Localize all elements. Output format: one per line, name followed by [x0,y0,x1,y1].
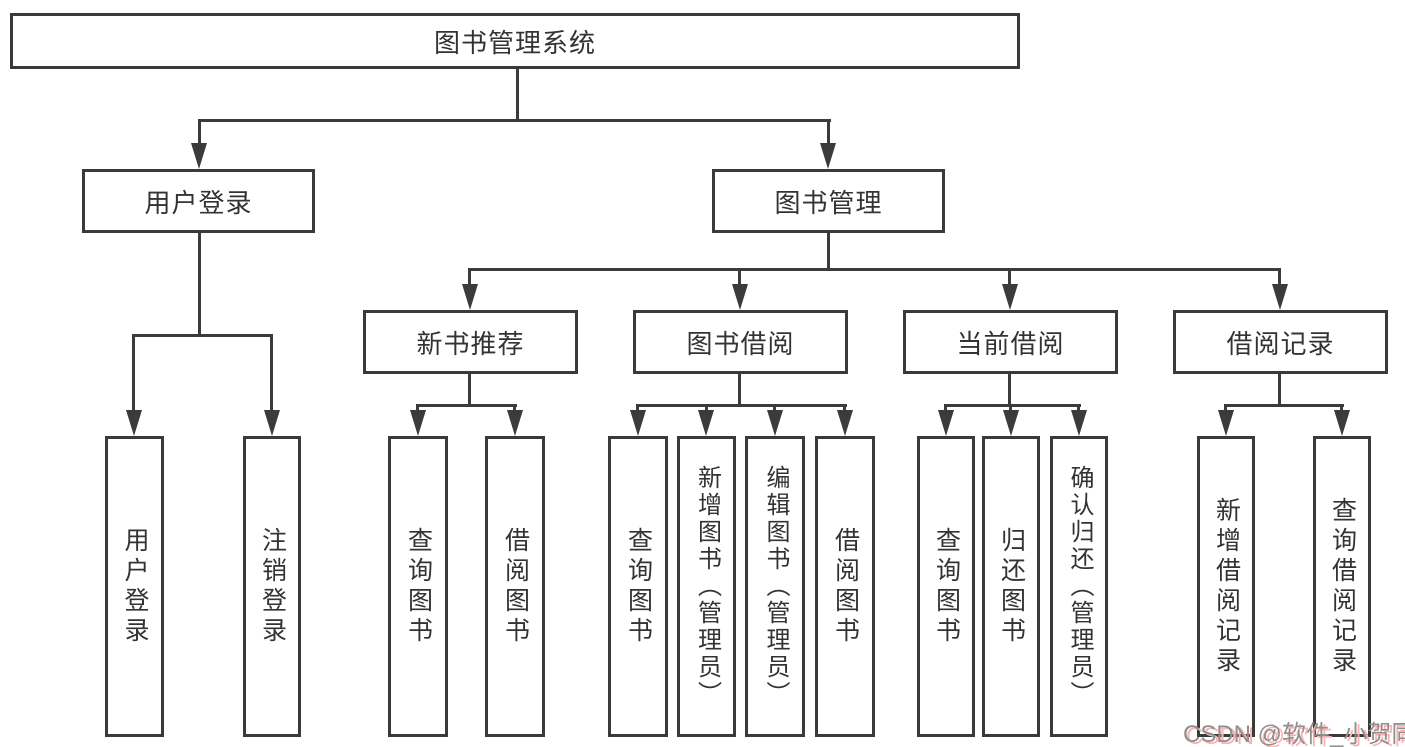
edge-user-login-drop [198,119,201,146]
node-edit-books-admin: 编辑图书（管理员） [745,436,805,737]
edge-logout-drop [270,334,273,412]
edge-book-mgmt-drop [827,119,830,146]
edge-g4c2-drop [1009,404,1012,412]
node-current-borrowing: 当前借阅 [903,310,1118,374]
node-book-management: 图书管理 [712,169,945,233]
edge-new-book-rail [416,404,517,407]
node-add-borrow-record: 新增借阅记录 [1197,436,1255,737]
edge-root-stem [516,69,519,121]
watermark: CSDN @软件_小贺同学 [1183,721,1405,747]
node-confirm-return-admin: 确认归还（管理员） [1050,436,1108,737]
edge-g3c3-drop [773,404,776,412]
node-borrow-books-2: 借阅图书 [815,436,875,737]
node-edit-books-admin-label: 编辑图书（管理员） [762,465,789,708]
arrowhead-g3c3 [767,410,783,436]
edge-g3c1-drop [636,404,639,412]
arrowhead-g5c1 [1218,410,1234,436]
edge-g2c2-drop [513,404,516,412]
node-query-books-3-label: 查询图书 [932,526,961,647]
node-book-management-label: 图书管理 [774,187,883,218]
node-return-books-label: 归还图书 [997,526,1026,647]
arrowhead-g3c4 [837,410,853,436]
node-new-book-recommend: 新书推荐 [363,310,578,374]
node-current-borrowing-label: 当前借阅 [956,328,1065,359]
node-add-books-admin-label: 新增图书（管理员） [693,465,721,708]
arrowhead-g3c2 [698,410,714,436]
edge-borrow-record-rail [1224,404,1344,407]
edge-borrow-record-stem [1278,374,1281,406]
node-borrow-books-2-label: 借阅图书 [831,526,860,647]
arrowhead-logout [264,410,280,436]
arrowhead-book-borrow [732,284,748,310]
node-borrow-books-1: 借阅图书 [485,436,545,737]
node-user-login-leaf-label: 用户登录 [121,526,149,647]
arrowhead-book-mgmt [820,143,836,169]
edge-current-borrow-stem [1008,374,1011,406]
node-book-borrowing: 图书借阅 [633,310,848,374]
node-logout: 注销登录 [243,436,301,737]
node-query-books-1-label: 查询图书 [404,526,433,647]
node-library-management-system-label: 图书管理系统 [433,27,596,58]
edge-new-book-drop [468,268,471,286]
edge-borrow-record-drop [1278,268,1281,286]
node-query-books-1: 查询图书 [388,436,448,737]
edge-book-borrow-rail [636,404,847,407]
node-query-borrow-record-label: 查询借阅记录 [1328,496,1357,677]
node-borrowing-records: 借阅记录 [1173,310,1388,374]
node-new-book-recommend-label: 新书推荐 [416,328,525,359]
arrowhead-borrow-record [1272,284,1288,310]
arrowhead-g4c1 [938,410,954,436]
arrowhead-g4c2 [1003,410,1019,436]
node-query-borrow-record: 查询借阅记录 [1313,436,1371,737]
node-add-books-admin: 新增图书（管理员） [677,436,736,737]
arrowhead-current-borrow [1002,284,1018,310]
arrowhead-g4c3 [1071,410,1087,436]
node-add-borrow-record-label: 新增借阅记录 [1212,496,1241,677]
edge-user-login-stem [198,233,201,336]
edge-g4c3-drop [1077,404,1080,412]
edge-book-borrow-stem [738,374,741,406]
node-borrow-books-1-label: 借阅图书 [501,526,530,647]
node-borrowing-records-label: 借阅记录 [1226,328,1335,359]
edge-g3c2-drop [705,404,708,412]
node-return-books: 归还图书 [982,436,1040,737]
arrowhead-new-book [462,284,478,310]
node-confirm-return-admin-label: 确认归还（管理员） [1066,465,1093,708]
node-query-books-3: 查询图书 [917,436,975,737]
edge-book-mgmt-stem [827,233,830,270]
node-user-login-label: 用户登录 [144,187,253,218]
edge-g2c1-drop [416,404,419,412]
arrowhead-user-login [191,143,207,169]
arrowhead-g3c1 [630,410,646,436]
edge-g5c1-drop [1224,404,1227,412]
node-user-login-leaf: 用户登录 [105,436,164,737]
edge-g5c2-drop [1340,404,1343,412]
edge-root-rail [198,119,831,122]
edge-login-drop [132,334,135,412]
node-query-books-2-label: 查询图书 [624,526,653,647]
node-book-borrowing-label: 图书借阅 [686,328,795,359]
edge-g3c4-drop [843,404,846,412]
arrowhead-login [126,410,142,436]
edge-book-mgmt-rail [468,268,1281,271]
node-logout-label: 注销登录 [258,526,287,647]
node-user-login: 用户登录 [82,169,315,233]
arrowhead-g2c2 [507,410,523,436]
edge-user-login-rail [132,334,273,337]
node-library-management-system: 图书管理系统 [10,13,1020,69]
arrowhead-g5c2 [1334,410,1350,436]
arrowhead-g2c1 [410,410,426,436]
edge-g4c1-drop [944,404,947,412]
edge-current-borrow-drop [1008,268,1011,286]
edge-current-borrow-rail [944,404,1081,407]
edge-book-borrow-drop [738,268,741,286]
edge-new-book-stem [468,374,471,406]
node-query-books-2: 查询图书 [608,436,668,737]
